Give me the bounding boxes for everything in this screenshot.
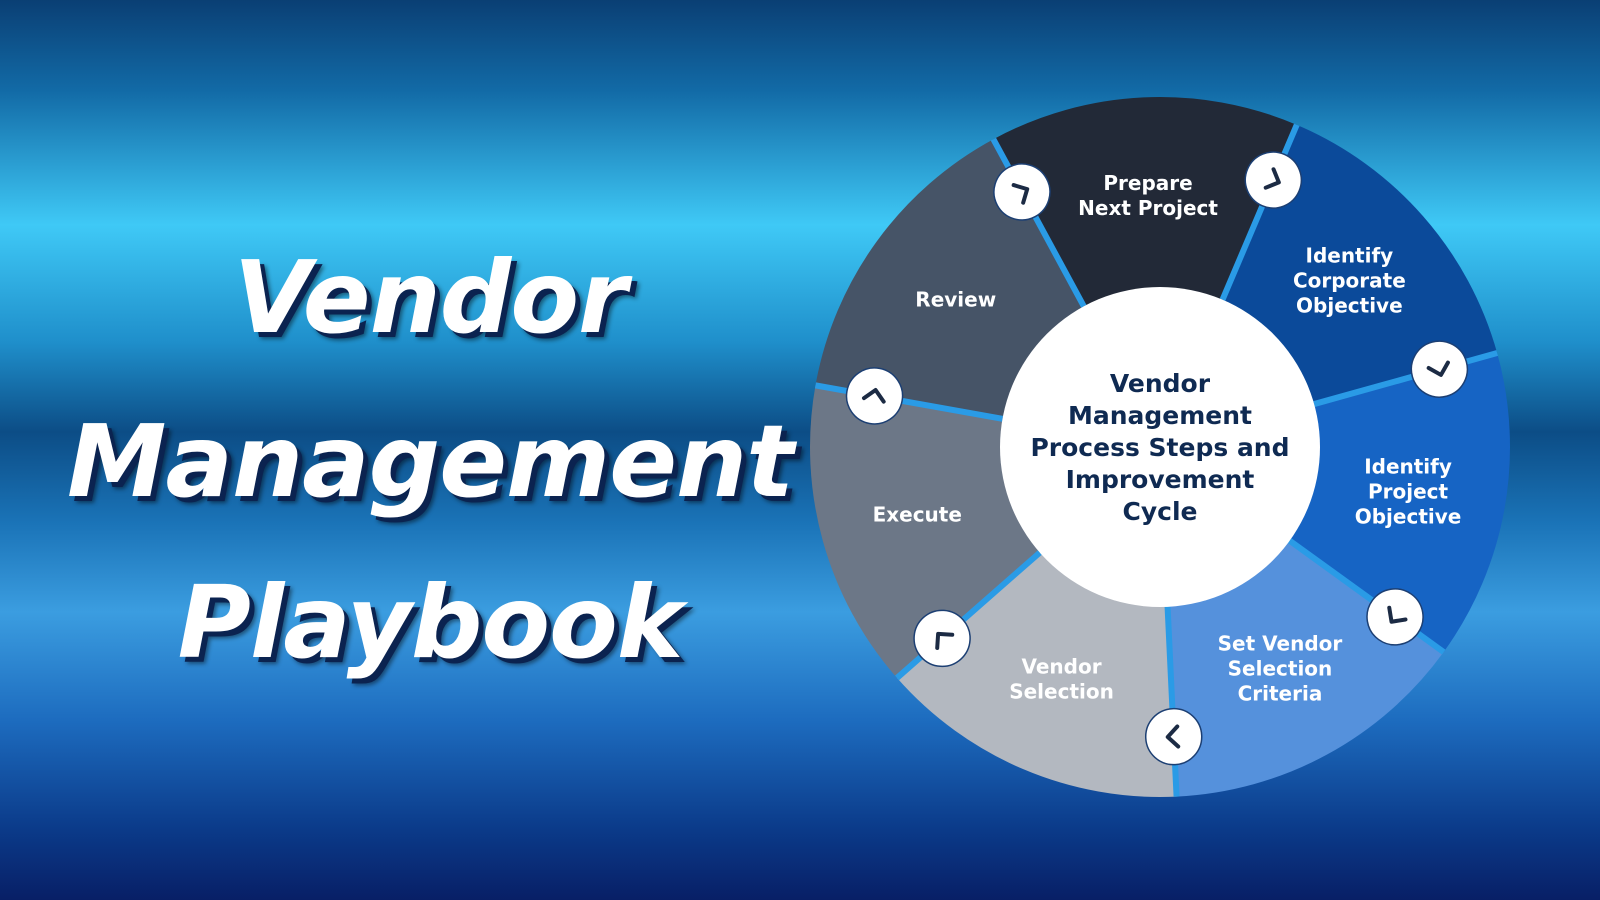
segment-label-execute: Execute [873, 503, 962, 527]
segment-prepare-next-project [993, 97, 1297, 447]
title-line-management: Management [66, 403, 794, 520]
chevron-arrow-icon [1366, 588, 1424, 646]
center-circle [1000, 287, 1320, 607]
chevron-arrow-icon [1144, 707, 1203, 766]
chevron-arrow-icon [845, 367, 904, 425]
title-line-vendor: Vendor [233, 239, 628, 356]
chevron-arrow-icon [993, 163, 1051, 221]
title-line-playbook: Playbook [177, 564, 684, 681]
cycle-arrows [845, 151, 1469, 766]
chevron-arrow-icon [1244, 151, 1303, 209]
chevron-arrow-icon [1410, 340, 1469, 398]
chevron-arrow-icon [913, 609, 971, 668]
segment-label-review: Review [915, 287, 996, 311]
